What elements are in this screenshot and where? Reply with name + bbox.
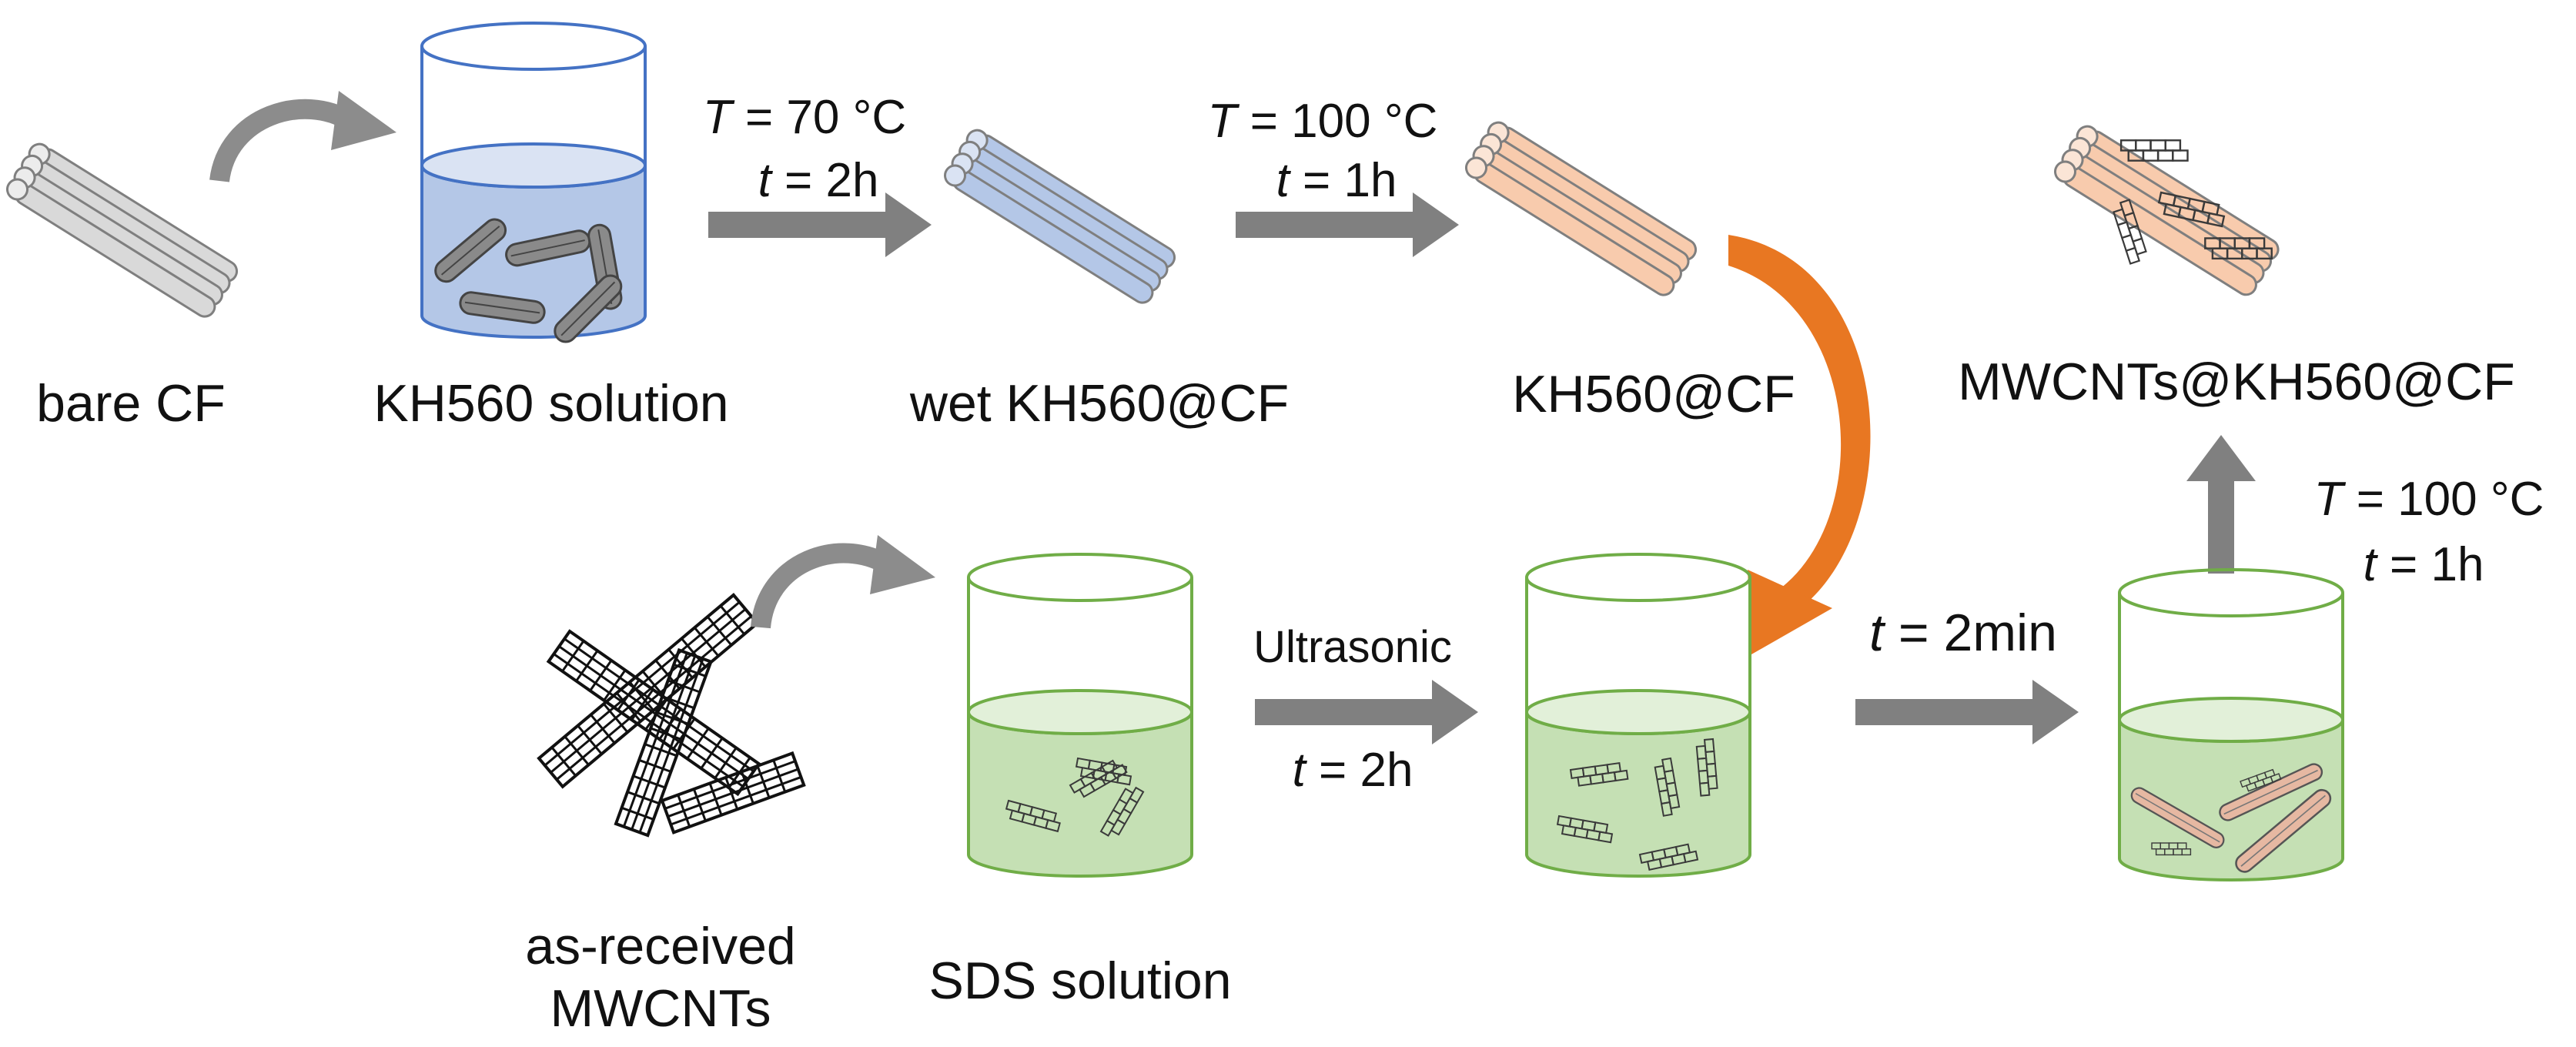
curved-arrow-into-kh560 [209,91,396,183]
condition-step4-time: t = 2min [1869,604,2057,662]
condition-ultrasonic: Ultrasonic [1253,622,1452,672]
label-mwcnts-line1: as-received [525,917,796,975]
kh560-beaker [420,22,647,348]
bare-cf-bundle [6,142,239,318]
mixing-beaker [1525,553,1751,878]
condition-step2-time: t = 1h [1276,154,1397,207]
wet-kh560-cf-bundle [944,129,1176,304]
arrow-step2 [1236,192,1459,257]
label-mwcnts-line2: MWCNTs [550,979,771,1038]
condition-step5-time: t = 1h [2363,538,2484,591]
label-final-product: MWCNTs@KH560@CF [1958,353,2515,411]
condition-step3-time: t = 2h [1292,744,1413,797]
label-kh560-cf: KH560@CF [1512,365,1795,423]
mwcnts-kh560-cf-bundle [2054,125,2280,296]
sds-beaker [967,553,1193,878]
condition-step1-temp: T = 70 °C [702,91,907,144]
kh560-cf-bundle [1465,121,1698,296]
condition-step1-time: t = 2h [758,154,879,207]
curved-arrow-into-sds [751,535,935,629]
arrow-ultrasonic [1255,680,1478,744]
orange-curved-arrow [1728,235,1871,654]
arrow-up-step5 [2186,435,2256,574]
label-sds-solution: SDS solution [928,952,1232,1010]
arrow-step1 [708,192,932,257]
label-wet-kh560-cf: wet KH560@CF [909,374,1290,433]
condition-step2-temp: T = 100 °C [1207,95,1438,148]
label-kh560-solution: KH560 solution [373,374,729,433]
mwcnts-cluster [537,593,806,838]
condition-step5-temp: T = 100 °C [2313,473,2544,526]
final-beaker [2118,568,2344,881]
arrow-step4 [1855,680,2079,744]
label-bare-cf: bare CF [36,374,226,433]
